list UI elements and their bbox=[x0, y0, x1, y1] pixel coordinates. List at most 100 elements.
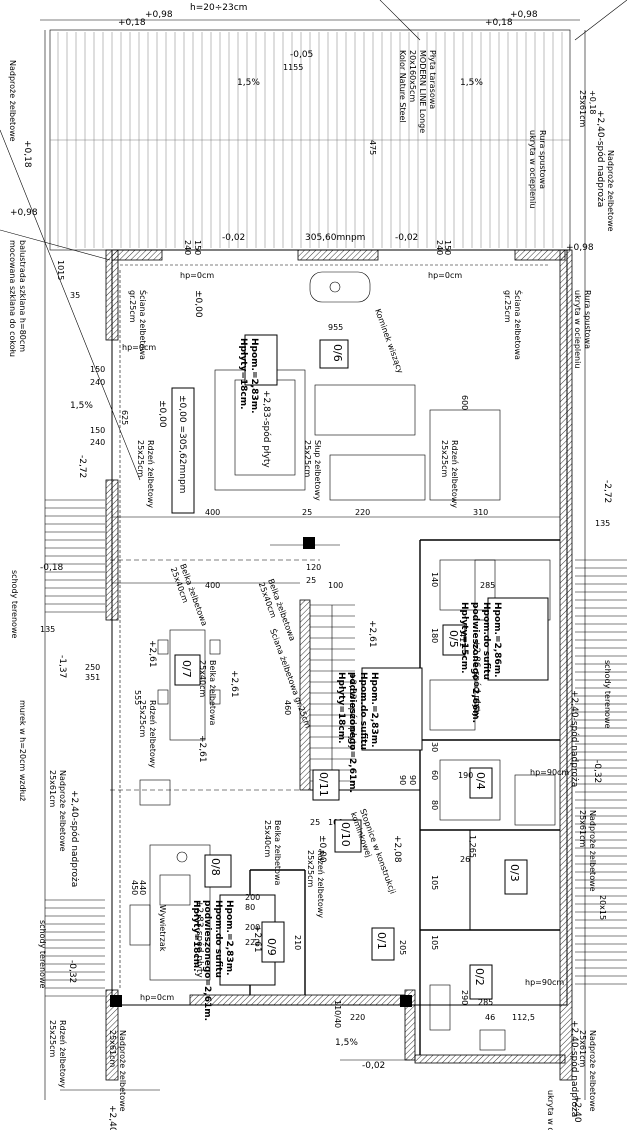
column-note: 25x25cm bbox=[138, 700, 147, 737]
dimension-label: 351 bbox=[85, 673, 100, 682]
room-height: podwieszonego=2,66m. bbox=[470, 602, 480, 723]
room-height: podwieszonego=2,61m. bbox=[347, 672, 357, 793]
room-height: Hpom.=2,86m. bbox=[492, 602, 502, 678]
lintel-note: 25x61cm bbox=[578, 1030, 587, 1067]
room-tag bbox=[469, 964, 493, 1000]
dimension-label: 180 bbox=[430, 628, 439, 643]
level-label: +2,61 bbox=[252, 925, 262, 953]
hp-label: hp=0cm bbox=[428, 271, 462, 280]
stairs-label: schody terenowe bbox=[603, 660, 612, 728]
wall-note: gr.25cm bbox=[128, 290, 137, 323]
lintel-note: Nadproże żelbetowe bbox=[606, 150, 615, 232]
tile-note: Kolor Nature Steel bbox=[398, 50, 407, 123]
slope-label: 1,5% bbox=[70, 401, 93, 411]
building-walls bbox=[105, 249, 573, 1081]
dimension-label: 120 bbox=[306, 563, 321, 572]
room-number: 0/4 bbox=[474, 772, 487, 790]
staircase bbox=[310, 604, 355, 790]
dimension-label: 112,5 bbox=[512, 1013, 535, 1022]
ordinate-box bbox=[171, 387, 195, 514]
beam-note: 25x40cm bbox=[198, 660, 207, 697]
room-number: 0/9 bbox=[265, 938, 278, 956]
room-height: Hpłyty=18cm. bbox=[336, 672, 346, 744]
lintel-note: +2,40-spód nadproża bbox=[69, 790, 80, 887]
dimension-label: 25 bbox=[306, 576, 316, 585]
room-number: 0/3 bbox=[508, 864, 521, 882]
hp-label: hp=90cm bbox=[530, 768, 569, 777]
column-note: Rdzeń żelbetowy bbox=[58, 1020, 67, 1088]
level-label: -2,72 bbox=[77, 455, 87, 478]
level-label: -0,02 bbox=[395, 233, 418, 243]
room-number: 0/11 bbox=[317, 772, 330, 797]
dimension-label: 310 bbox=[473, 508, 488, 517]
dimension-label: 80 bbox=[430, 800, 439, 810]
dimension-label: 600 bbox=[460, 395, 469, 410]
pipe-note: Rura spustowa bbox=[538, 130, 547, 189]
left-terrain-stairs bbox=[45, 499, 105, 997]
level-label: +0,98 bbox=[10, 208, 38, 218]
room-number: 0/8 bbox=[209, 858, 222, 876]
level-label: ±0,00 bbox=[317, 835, 327, 863]
stairs-label: schody terenowe bbox=[10, 570, 19, 638]
pipe-note: ukryta w o... bbox=[546, 1090, 555, 1130]
dimension-label: 100 bbox=[328, 581, 343, 590]
dimension-label: 25 bbox=[310, 818, 320, 827]
dimension-label: 220 bbox=[350, 1013, 365, 1022]
dimension-label: 190 bbox=[458, 771, 473, 780]
level-label: +2,40 bbox=[107, 1105, 117, 1130]
room-height: Hpom.do sufitu bbox=[213, 900, 223, 978]
dimension-label: 240 bbox=[435, 240, 444, 255]
dimension-label: 222 bbox=[245, 938, 260, 947]
dimension-label: 450 bbox=[130, 880, 139, 895]
room-height: Hpom.=2,83m. bbox=[224, 900, 234, 976]
column-note: 25x25cm bbox=[306, 850, 315, 887]
ordinate-label: 305,60mnpm bbox=[305, 233, 365, 243]
pipe-note: Rura spustowa bbox=[583, 290, 592, 349]
dimension-label: 285 bbox=[480, 581, 495, 590]
room-tag bbox=[469, 767, 493, 799]
lintel-note: +2,40-spód nadproża bbox=[569, 690, 580, 787]
level-label: ±0,00 bbox=[157, 400, 167, 428]
room-height: Hpłyty=15cm. bbox=[459, 602, 469, 674]
room-tag bbox=[261, 921, 285, 963]
beam-note: Belka żelbetowa bbox=[273, 820, 282, 885]
tile-note: MODERN LINE Longe bbox=[418, 50, 427, 133]
lintel-note: Nadproże żelbetowe bbox=[8, 60, 17, 142]
room-tag bbox=[442, 624, 466, 656]
lintel-note: Nadproże żelbetowe bbox=[58, 770, 67, 852]
lintel-note: Nadproże żelbetowe bbox=[588, 1030, 597, 1112]
dimension-label: 240 bbox=[183, 240, 192, 255]
dimension-label: 150 bbox=[90, 365, 105, 374]
dimension-label: 140 bbox=[430, 572, 439, 587]
column-note: Słup żelbetowy bbox=[313, 440, 322, 501]
level-label: +0,98 bbox=[145, 10, 173, 20]
wall-note: Ściana żelbetowa bbox=[138, 290, 149, 360]
column-note: Rdzeń żelbetowy bbox=[316, 850, 325, 918]
dimension-label: 60 bbox=[430, 770, 439, 780]
tile-note: 20x160x5cm bbox=[408, 50, 417, 102]
level-label: +2,61 bbox=[229, 670, 239, 698]
dimension-label: 411 bbox=[458, 632, 467, 647]
dimension-label: 150 bbox=[193, 240, 202, 255]
hp-label: hp=0cm bbox=[180, 271, 214, 280]
room-tag bbox=[371, 927, 395, 961]
pipe-note: ukryta w ociepleniu bbox=[573, 290, 582, 368]
column-note: Rdzeń żelbetowy bbox=[148, 700, 157, 768]
room-height: Hpom.do sufitu bbox=[481, 602, 491, 680]
dimension-label: 150 bbox=[90, 426, 105, 435]
slope-label: 1,5% bbox=[335, 1038, 358, 1048]
dimension-label: 20x15 bbox=[598, 895, 607, 920]
lintel-note: +0,18 bbox=[588, 90, 597, 115]
dimension-label: 1155 bbox=[283, 63, 303, 72]
tile-note: Płyta tarasowa bbox=[428, 50, 437, 109]
room-height: Hpom.=2,83m. bbox=[249, 338, 259, 414]
column-note: 25x25cm bbox=[136, 440, 145, 477]
dimension-label: 955 bbox=[328, 323, 343, 332]
room-tag bbox=[334, 819, 362, 853]
dimension-label: 210 bbox=[293, 935, 302, 950]
dimension-label: 46 bbox=[485, 1013, 495, 1022]
railing-note: balustrada szklana h=80cm bbox=[18, 240, 27, 352]
dimension-label: 250 bbox=[85, 663, 100, 672]
